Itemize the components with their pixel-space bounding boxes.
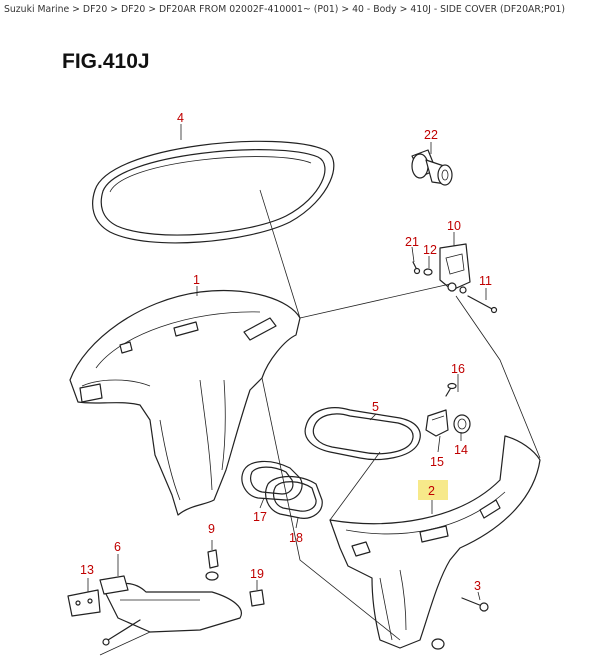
label-6[interactable]: 6 bbox=[114, 540, 121, 554]
label-11[interactable]: 11 bbox=[479, 274, 492, 288]
label-22[interactable]: 22 bbox=[424, 128, 438, 142]
part-1-side-cover-upper[interactable] bbox=[69, 290, 301, 516]
label-16[interactable]: 16 bbox=[451, 362, 465, 376]
part-17-rubber[interactable] bbox=[241, 460, 303, 501]
label-15[interactable]: 15 bbox=[430, 455, 444, 469]
part-12-washer[interactable] bbox=[423, 268, 433, 276]
label-18[interactable]: 18 bbox=[289, 531, 303, 545]
part-2-side-cover-lower[interactable] bbox=[329, 435, 541, 649]
part-6-lower-bracket[interactable] bbox=[99, 575, 242, 646]
part-5-seal[interactable] bbox=[304, 407, 421, 461]
label-3[interactable]: 3 bbox=[474, 579, 481, 593]
grommet-lower-icon bbox=[431, 638, 445, 650]
part-11-bolt[interactable] bbox=[467, 295, 498, 314]
part-19-sleeve[interactable] bbox=[249, 589, 265, 607]
label-2[interactable]: 2 bbox=[428, 484, 435, 498]
part-22-grommet[interactable] bbox=[411, 149, 453, 186]
label-19[interactable]: 19 bbox=[250, 567, 264, 581]
part-3-bolt[interactable] bbox=[461, 597, 489, 612]
part-9-stud[interactable] bbox=[205, 549, 219, 581]
label-14[interactable]: 14 bbox=[454, 443, 468, 457]
label-leaders bbox=[87, 124, 487, 601]
part-4-seal[interactable] bbox=[92, 140, 335, 244]
breadcrumb: Suzuki Marine > DF20 > DF20 > DF20AR FRO… bbox=[4, 4, 566, 15]
part-15-clip[interactable] bbox=[425, 409, 449, 437]
label-10[interactable]: 10 bbox=[447, 219, 461, 233]
part-labels: 4 22 10 21 12 11 1 16 5 14 15 2 17 18 9 … bbox=[80, 111, 492, 593]
part-21-screw[interactable] bbox=[412, 261, 421, 275]
label-13[interactable]: 13 bbox=[80, 563, 94, 577]
label-1[interactable]: 1 bbox=[193, 273, 200, 287]
label-17[interactable]: 17 bbox=[253, 510, 267, 524]
label-4[interactable]: 4 bbox=[177, 111, 184, 125]
part-10-bracket[interactable] bbox=[439, 243, 471, 294]
assembly-lines bbox=[99, 189, 541, 656]
label-5[interactable]: 5 bbox=[372, 400, 379, 414]
label-21[interactable]: 21 bbox=[405, 235, 419, 249]
figure-title: FIG.410J bbox=[62, 50, 150, 73]
part-16-screw[interactable] bbox=[445, 382, 457, 397]
label-9[interactable]: 9 bbox=[208, 522, 215, 536]
highlight-part-2 bbox=[418, 480, 448, 500]
part-13-pad[interactable] bbox=[67, 589, 101, 617]
part-14-grommet[interactable] bbox=[453, 414, 471, 434]
label-12[interactable]: 12 bbox=[423, 243, 437, 257]
part-18-pad[interactable] bbox=[265, 475, 323, 519]
